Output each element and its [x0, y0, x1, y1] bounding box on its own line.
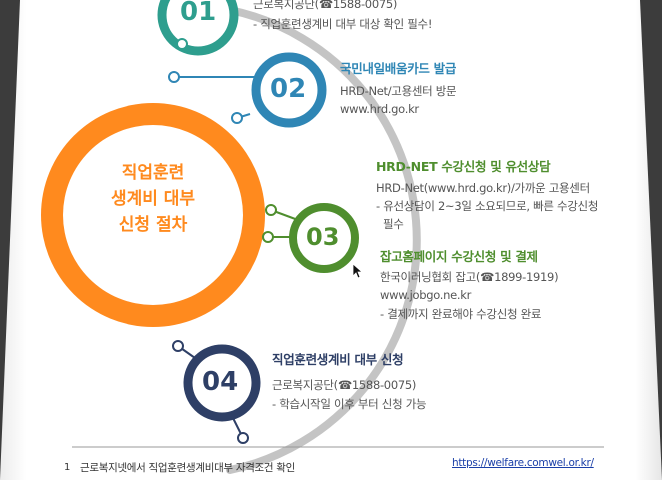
step-04-line-1: 근로복지공단(☎1588-0075): [272, 378, 417, 392]
step-04-title: 직업훈련생계비 대부 신청: [272, 352, 404, 367]
center-title-line-2: 생계비 대부: [110, 189, 196, 209]
footnote-link[interactable]: https://welfare.comwel.or.kr/: [452, 457, 594, 469]
step-02-number: 02: [270, 74, 307, 104]
center-circle-inner: [63, 125, 243, 305]
step-03-title-2: 잡고홈페이지 수강신청 및 결제: [380, 249, 538, 264]
step-01-number: 01: [180, 0, 217, 27]
footnote-number: 1: [64, 462, 71, 473]
step-03-line-1: HRD-Net(www.hrd.go.kr)/가까운 고용센터: [376, 181, 590, 195]
connector-arc: [226, 6, 421, 474]
center-title: 직업훈련 생계비 대부 신청 절차: [93, 160, 213, 238]
step-03-line-2: - 유선상담이 2~3일 소요되므로, 빠른 수강신청: [376, 199, 599, 213]
step-02-line-2: www.hrd.go.kr: [340, 102, 419, 116]
step-04-line-2: - 학습시작일 이후 부터 신청 가능: [272, 397, 427, 411]
step-01-line-2: - 직업훈련생계비 대부 대상 확인 필수!: [253, 17, 433, 31]
step-03-number: 03: [306, 223, 340, 251]
step-02-title: 국민내일배움카드 발급: [340, 61, 457, 76]
step-04-ring: [183, 344, 261, 422]
step-02-line-1: HRD-Net/고용센터 방문: [340, 84, 457, 98]
mouse-pointer-icon: [352, 263, 362, 279]
step-02-ring: [251, 52, 327, 128]
step-connectors: [166, 35, 299, 444]
step-03b-line-1: 한국이러닝협회 잡고(☎1899-1919): [380, 270, 559, 284]
step-03-title: HRD-NET 수강신청 및 유선상담: [376, 159, 551, 174]
center-title-line-3: 신청 절차: [118, 215, 188, 235]
center-title-line-1: 직업훈련: [121, 163, 185, 183]
step-04-number: 04: [202, 367, 239, 397]
footnote-text: 근로복지넷에서 직업훈련생계비대부 자격조건 확인: [80, 462, 296, 474]
step-03b-line-3: - 결제까지 완료해야 수강신청 완료: [380, 307, 542, 321]
step-03-line-3: 필수: [383, 217, 404, 231]
step-01-line-1: 근로복지공단(☎1588-0075): [253, 0, 398, 11]
step-03b-line-2: www.jobgo.ne.kr: [380, 288, 472, 302]
step-01-ring: [157, 0, 239, 56]
